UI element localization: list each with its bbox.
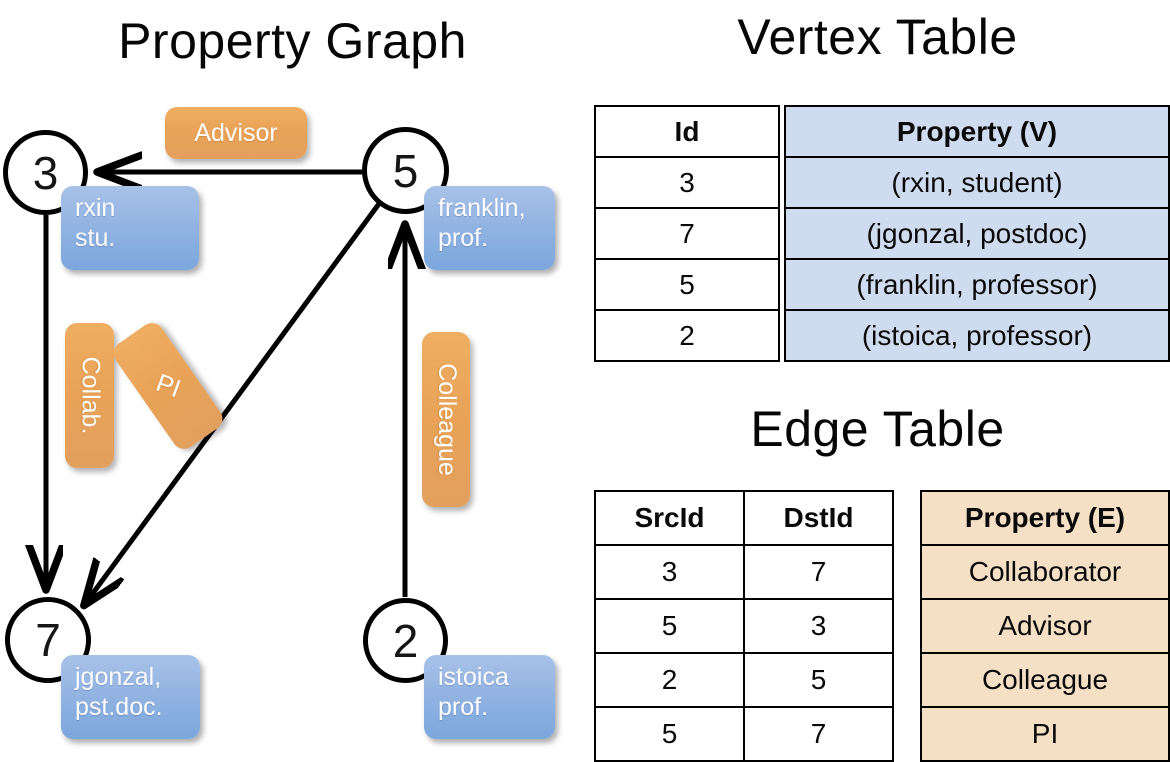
edge-table-cell-dstid: 3	[743, 598, 894, 654]
vertex-table-header-property: Property (V)	[784, 105, 1170, 158]
edge-table-property-column: Property (E) Collaborator Advisor Collea…	[920, 490, 1170, 762]
edge-label-colleague-text: Colleague	[432, 363, 461, 476]
table-row: PI	[920, 706, 1170, 762]
vertex-table-cell-property: (franklin, professor)	[784, 258, 1170, 311]
vertex-table-cell-property: (istoica, professor)	[784, 309, 1170, 362]
vertex-table-header-id: Id	[594, 105, 780, 158]
edge-table-cell-property: Collaborator	[920, 544, 1170, 600]
table-row: (jgonzal, postdoc)	[784, 207, 1170, 260]
edge-label-colleague: Colleague	[422, 332, 470, 507]
table-row: Advisor	[920, 598, 1170, 654]
graph-node-5[interactable]: 5	[362, 127, 449, 214]
edge-table-cell-property: Advisor	[920, 598, 1170, 654]
edge-label-advisor-text: Advisor	[194, 118, 278, 147]
vertex-property-box-3: rxin stu.	[61, 186, 199, 270]
vertex-table-property-column: Property (V) (rxin, student) (jgonzal, p…	[784, 105, 1170, 362]
vertex-name-7: jgonzal,	[75, 663, 162, 691]
table-row: 5	[594, 258, 780, 311]
edge-table-cell-srcid: 5	[594, 706, 745, 762]
vertex-role-2: prof.	[438, 692, 489, 721]
vertex-property-box-7: jgonzal, pst.doc.	[61, 655, 200, 739]
vertex-name-2: istoica	[438, 663, 509, 691]
vertex-name-3: rxin	[75, 194, 116, 222]
vertex-table-cell-id: 3	[594, 156, 780, 209]
table-row: 2	[594, 309, 780, 362]
edge-table-header-dstid: DstId	[743, 490, 894, 546]
vertex-table-id-column: Id 3 7 5 2	[594, 105, 780, 362]
edge-label-pi-text: PI	[152, 368, 185, 403]
table-row: Collaborator	[920, 544, 1170, 600]
vertex-table-cell-id: 5	[594, 258, 780, 311]
table-row: 5 7	[594, 706, 894, 762]
edge-table-cell-dstid: 7	[743, 544, 894, 600]
edge-table-cell-srcid: 5	[594, 598, 745, 654]
table-row: Id	[594, 105, 780, 158]
vertex-table-cell-property: (jgonzal, postdoc)	[784, 207, 1170, 260]
table-row: 2 5	[594, 652, 894, 708]
vertex-table-cell-id: 7	[594, 207, 780, 260]
edge-table-cell-srcid: 2	[594, 652, 745, 708]
vertex-role-5: prof.	[438, 223, 489, 252]
table-row: SrcId DstId	[594, 490, 894, 546]
vertex-property-box-5: franklin, prof.	[424, 186, 555, 270]
vertex-table-cell-id: 2	[594, 309, 780, 362]
edge-table-cell-property: Colleague	[920, 652, 1170, 708]
table-row: Property (V)	[784, 105, 1170, 158]
edge-5-to-7-pi	[85, 199, 384, 604]
edge-label-collab: Collab.	[65, 323, 114, 468]
table-row: 7	[594, 207, 780, 260]
edge-table-cell-property: PI	[920, 706, 1170, 762]
edge-table-header-property: Property (E)	[920, 490, 1170, 546]
vertex-name-5: franklin,	[438, 194, 526, 222]
edge-label-collab-text: Collab.	[76, 356, 105, 435]
table-row: 5 3	[594, 598, 894, 654]
table-row: 3 7	[594, 544, 894, 600]
edge-table-header-srcid: SrcId	[594, 490, 745, 546]
page-title-vertex-table: Vertex Table	[737, 9, 1018, 65]
table-row: (franklin, professor)	[784, 258, 1170, 311]
edge-table-cell-dstid: 5	[743, 652, 894, 708]
edge-table-cell-srcid: 3	[594, 544, 745, 600]
page-title-property-graph: Property Graph	[118, 13, 467, 69]
vertex-property-box-2: istoica prof.	[424, 655, 555, 739]
edge-table-id-columns: SrcId DstId 3 7 5 3 2 5 5 7	[594, 490, 894, 762]
edge-table-cell-dstid: 7	[743, 706, 894, 762]
table-row: Property (E)	[920, 490, 1170, 546]
property-graph-diagram: 3 5 7 2 rxin stu. franklin, prof. jgonza…	[0, 0, 585, 760]
graph-node-2[interactable]: 2	[363, 598, 448, 683]
vertex-table-cell-property: (rxin, student)	[784, 156, 1170, 209]
table-row: (rxin, student)	[784, 156, 1170, 209]
edge-label-advisor: Advisor	[165, 107, 307, 159]
vertex-role-3: stu.	[75, 223, 116, 252]
page-title-edge-table: Edge Table	[750, 401, 1005, 457]
graph-edges-svg	[0, 0, 585, 760]
table-row: (istoica, professor)	[784, 309, 1170, 362]
table-row: 3	[594, 156, 780, 209]
vertex-role-7: pst.doc.	[75, 692, 163, 721]
table-row: Colleague	[920, 652, 1170, 708]
